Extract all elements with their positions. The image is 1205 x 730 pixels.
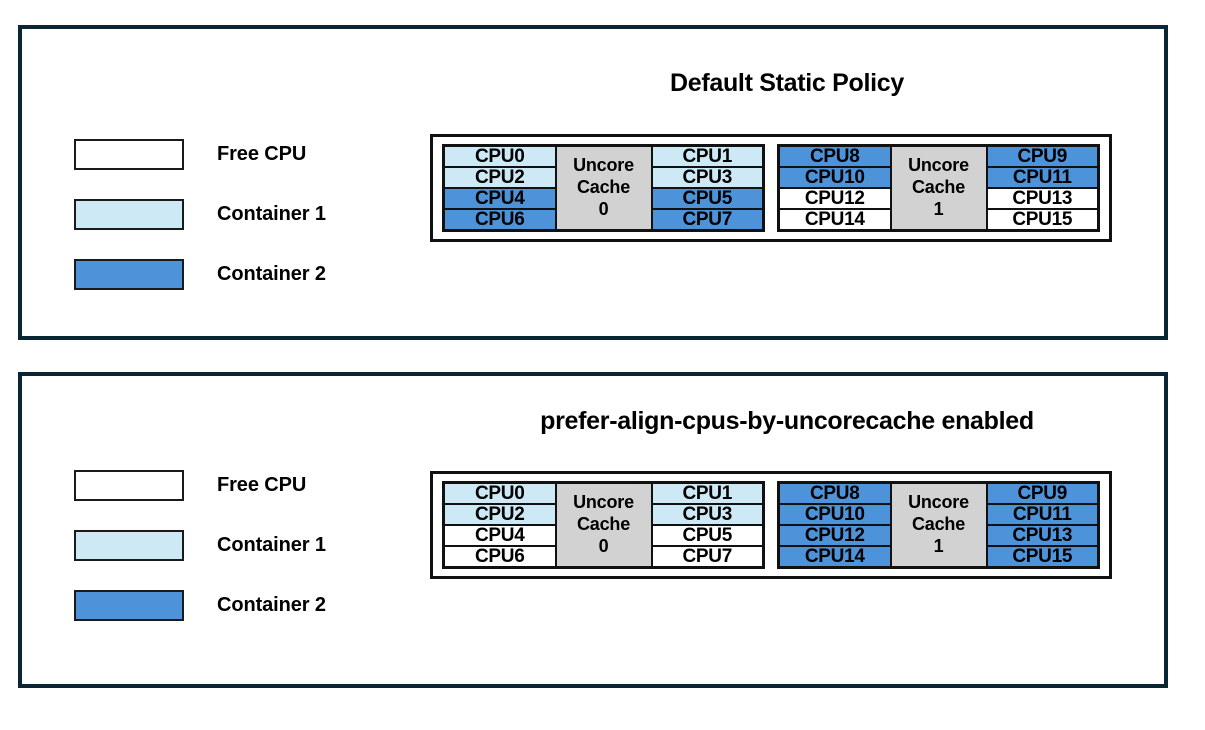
page-title: prefer-align-cpus-by-uncorecache enabled bbox=[540, 407, 1034, 435]
cpu-column-left: CPU0 CPU2 CPU4 CPU6 bbox=[444, 483, 556, 567]
panel-default-static-policy: Default Static Policy Free CPU Container… bbox=[18, 25, 1168, 340]
legend-label-free-cpu: Free CPU bbox=[217, 142, 307, 165]
cpu-cell: CPU0 bbox=[444, 146, 556, 167]
legend-label-container-2: Container 2 bbox=[217, 593, 326, 616]
cpu-cell: CPU1 bbox=[651, 483, 763, 504]
cpu-cell: CPU12 bbox=[779, 188, 891, 209]
cpu-cell: CPU7 bbox=[651, 546, 763, 567]
cpu-cell: CPU2 bbox=[444, 167, 556, 188]
node-diagram: CPU0 CPU2 CPU4 CPU6 Uncore Cache 0 CPU1 … bbox=[430, 471, 1112, 579]
legend-swatch-container-1 bbox=[74, 529, 184, 561]
cpu-cell: CPU1 bbox=[651, 146, 763, 167]
legend-swatch-free-cpu bbox=[74, 138, 184, 170]
cpu-cell: CPU7 bbox=[651, 209, 763, 230]
cpu-cell: CPU5 bbox=[651, 525, 763, 546]
legend-swatch-container-2 bbox=[74, 589, 184, 621]
uncore-cache-index: 0 bbox=[598, 535, 609, 556]
legend: Free CPU Container 1 Container 2 bbox=[74, 455, 326, 635]
legend: Free CPU Container 1 Container 2 bbox=[74, 124, 326, 304]
node-diagram: CPU0 CPU2 CPU4 CPU6 Uncore Cache 0 CPU1 … bbox=[430, 134, 1112, 242]
legend-item-container-2: Container 2 bbox=[74, 575, 326, 635]
socket-uncore-cache-0: CPU0 CPU2 CPU4 CPU6 Uncore Cache 0 CPU1 … bbox=[442, 144, 765, 232]
cpu-cell: CPU15 bbox=[986, 209, 1098, 230]
uncore-cache-line-1: Uncore bbox=[573, 155, 634, 176]
cpu-cell: CPU6 bbox=[444, 546, 556, 567]
legend-item-container-2: Container 2 bbox=[74, 244, 326, 304]
cpu-cell: CPU0 bbox=[444, 483, 556, 504]
legend-item-container-1: Container 1 bbox=[74, 184, 326, 244]
cpu-cell: CPU2 bbox=[444, 504, 556, 525]
cpu-column-left: CPU8 CPU10 CPU12 CPU14 bbox=[779, 483, 891, 567]
cpu-column-right: CPU1 CPU3 CPU5 CPU7 bbox=[651, 483, 763, 567]
cpu-cell: CPU15 bbox=[986, 546, 1098, 567]
cpu-cell: CPU3 bbox=[651, 167, 763, 188]
legend-item-free-cpu: Free CPU bbox=[74, 124, 326, 184]
uncore-cache-line-2: Cache bbox=[576, 514, 631, 535]
legend-swatch-container-1 bbox=[74, 198, 184, 230]
socket-uncore-cache-0: CPU0 CPU2 CPU4 CPU6 Uncore Cache 0 CPU1 … bbox=[442, 481, 765, 569]
socket-uncore-cache-1: CPU8 CPU10 CPU12 CPU14 Uncore Cache 1 CP… bbox=[777, 481, 1100, 569]
cpu-cell: CPU12 bbox=[779, 525, 891, 546]
cpu-cell: CPU13 bbox=[986, 525, 1098, 546]
cpu-cell: CPU11 bbox=[986, 504, 1098, 525]
cpu-cell: CPU9 bbox=[986, 483, 1098, 504]
uncore-cache-block: Uncore Cache 0 bbox=[555, 146, 652, 230]
cpu-cell: CPU13 bbox=[986, 188, 1098, 209]
uncore-cache-block: Uncore Cache 0 bbox=[555, 483, 652, 567]
uncore-cache-block: Uncore Cache 1 bbox=[890, 483, 987, 567]
uncore-cache-index: 0 bbox=[598, 198, 609, 219]
cpu-column-right: CPU9 CPU11 CPU13 CPU15 bbox=[986, 483, 1098, 567]
cpu-cell: CPU6 bbox=[444, 209, 556, 230]
legend-label-container-2: Container 2 bbox=[217, 262, 326, 285]
cpu-column-left: CPU8 CPU10 CPU12 CPU14 bbox=[779, 146, 891, 230]
cpu-cell: CPU8 bbox=[779, 483, 891, 504]
uncore-cache-line-2: Cache bbox=[576, 177, 631, 198]
uncore-cache-index: 1 bbox=[933, 535, 944, 556]
cpu-cell: CPU8 bbox=[779, 146, 891, 167]
legend-label-container-1: Container 1 bbox=[217, 202, 326, 225]
cpu-cell: CPU14 bbox=[779, 209, 891, 230]
uncore-cache-line-2: Cache bbox=[911, 514, 966, 535]
uncore-cache-line-1: Uncore bbox=[573, 492, 634, 513]
legend-label-container-1: Container 1 bbox=[217, 533, 326, 556]
legend-swatch-container-2 bbox=[74, 258, 184, 290]
legend-swatch-free-cpu bbox=[74, 469, 184, 501]
legend-item-container-1: Container 1 bbox=[74, 515, 326, 575]
cpu-cell: CPU4 bbox=[444, 525, 556, 546]
uncore-cache-line-1: Uncore bbox=[908, 155, 969, 176]
cpu-column-right: CPU9 CPU11 CPU13 CPU15 bbox=[986, 146, 1098, 230]
cpu-cell: CPU14 bbox=[779, 546, 891, 567]
legend-item-free-cpu: Free CPU bbox=[74, 455, 326, 515]
panel-prefer-align-cpus-by-uncorecache: prefer-align-cpus-by-uncorecache enabled… bbox=[18, 372, 1168, 688]
cpu-column-left: CPU0 CPU2 CPU4 CPU6 bbox=[444, 146, 556, 230]
page-title: Default Static Policy bbox=[669, 69, 905, 97]
uncore-cache-index: 1 bbox=[933, 198, 944, 219]
cpu-cell: CPU10 bbox=[779, 167, 891, 188]
cpu-column-right: CPU1 CPU3 CPU5 CPU7 bbox=[651, 146, 763, 230]
socket-uncore-cache-1: CPU8 CPU10 CPU12 CPU14 Uncore Cache 1 CP… bbox=[777, 144, 1100, 232]
cpu-cell: CPU5 bbox=[651, 188, 763, 209]
cpu-cell: CPU10 bbox=[779, 504, 891, 525]
uncore-cache-line-2: Cache bbox=[911, 177, 966, 198]
cpu-cell: CPU3 bbox=[651, 504, 763, 525]
cpu-cell: CPU11 bbox=[986, 167, 1098, 188]
cpu-cell: CPU9 bbox=[986, 146, 1098, 167]
legend-label-free-cpu: Free CPU bbox=[217, 473, 307, 496]
uncore-cache-block: Uncore Cache 1 bbox=[890, 146, 987, 230]
cpu-cell: CPU4 bbox=[444, 188, 556, 209]
uncore-cache-line-1: Uncore bbox=[908, 492, 969, 513]
